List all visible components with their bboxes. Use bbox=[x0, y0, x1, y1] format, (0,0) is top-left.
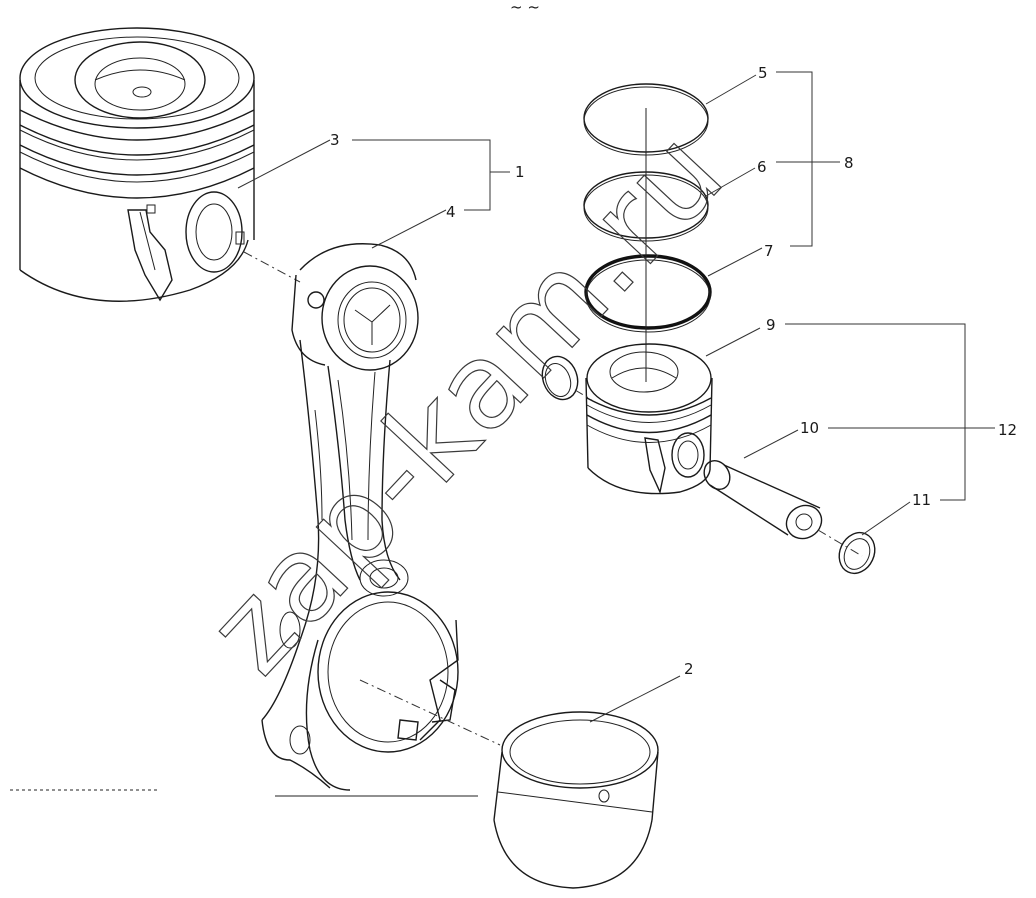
callout-12: 12 bbox=[998, 421, 1017, 439]
piston-pin bbox=[703, 459, 823, 540]
small-piston bbox=[585, 343, 713, 495]
snap-ring bbox=[838, 531, 876, 575]
callout-5: 5 bbox=[758, 64, 768, 82]
connecting-rod bbox=[261, 243, 459, 791]
callout-1: 1 bbox=[515, 163, 525, 181]
callout-4: 4 bbox=[446, 203, 456, 221]
snap-ring-left bbox=[541, 355, 593, 401]
leader-lines bbox=[237, 71, 995, 723]
watermark: zap-kam.ru bbox=[182, 103, 751, 699]
callout-7: 7 bbox=[764, 242, 774, 260]
callout-11: 11 bbox=[912, 491, 931, 509]
callout-9: 9 bbox=[766, 316, 776, 334]
callout-3: 3 bbox=[330, 131, 340, 149]
bearing-shell bbox=[493, 711, 659, 889]
callout-8: 8 bbox=[844, 154, 854, 172]
large-piston bbox=[19, 27, 255, 302]
header-mark: ~ ~ bbox=[510, 0, 540, 16]
callout-10: 10 bbox=[800, 419, 819, 437]
callout-2: 2 bbox=[684, 660, 694, 678]
callout-6: 6 bbox=[757, 158, 767, 176]
